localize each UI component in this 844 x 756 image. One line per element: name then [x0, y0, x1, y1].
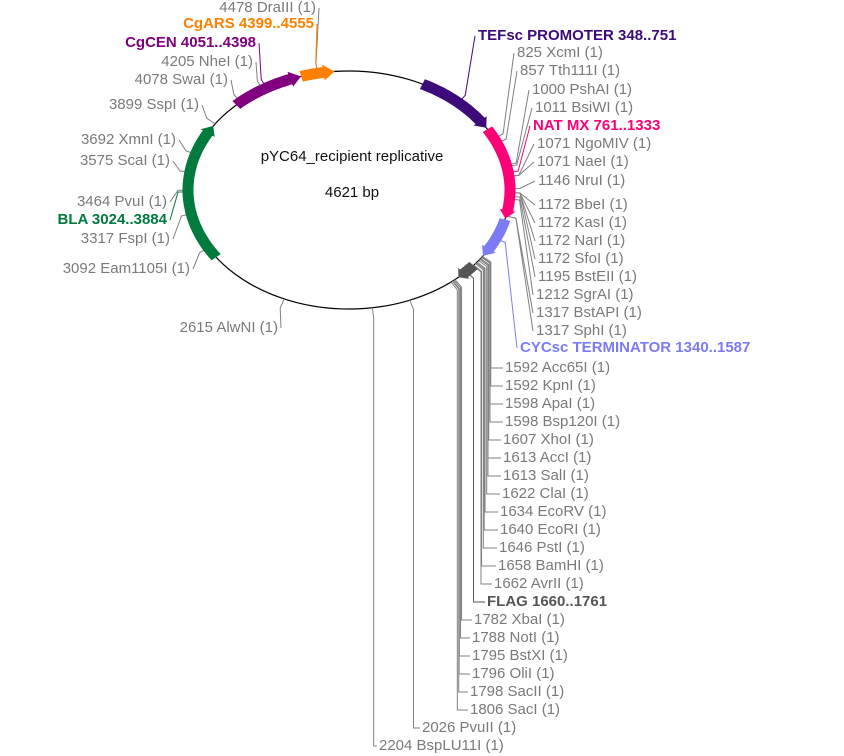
- feature-label: NAT MX 761..1333: [533, 117, 661, 134]
- restriction-site-label: 1613 SalI (1): [503, 467, 589, 484]
- feature-connector-line: [315, 23, 319, 74]
- feature-label: CgCEN 4051..4398: [125, 34, 256, 51]
- restriction-site-label: 1071 NaeI (1): [537, 153, 629, 170]
- site-connector-line: [481, 256, 503, 423]
- feature-label: FLAG 1660..1761: [487, 593, 608, 610]
- restriction-site-label: 1798 SacII (1): [470, 683, 565, 700]
- restriction-site-label: 1788 NotI (1): [472, 629, 560, 646]
- restriction-site-label: 1640 EcoRI (1): [500, 521, 601, 538]
- site-connector-line: [279, 298, 285, 329]
- restriction-site-label: 4078 SwaI (1): [134, 71, 228, 88]
- site-connector-line: [476, 261, 498, 513]
- feature-label: CgARS 4399..4555: [183, 15, 314, 32]
- restriction-site-label: 1000 PshAI (1): [532, 81, 633, 98]
- restriction-site-label: 4205 NheI (1): [161, 53, 253, 70]
- restriction-site-label: 1613 AccI (1): [503, 449, 592, 466]
- site-connector-line: [479, 258, 501, 477]
- restriction-site-label: 1622 ClaI (1): [502, 485, 589, 502]
- site-connector-line: [475, 263, 497, 549]
- feature-arrow: [299, 64, 335, 82]
- feature-connector-line: [465, 271, 485, 603]
- feature-label: BLA 3024..3884: [57, 211, 167, 228]
- restriction-site-label: 3899 SspI (1): [108, 96, 199, 113]
- restriction-site-label: 1172 BbeI (1): [538, 196, 628, 213]
- restriction-site-label: 3317 FspI (1): [80, 230, 170, 247]
- restriction-site-label: 1011 BsiWI (1): [535, 99, 634, 116]
- feature-label: CYCsc TERMINATOR 1340..1587: [520, 339, 751, 356]
- site-connector-line: [506, 215, 534, 332]
- restriction-site-label: 3575 ScaI (1): [79, 152, 170, 169]
- site-connector-line: [371, 307, 377, 747]
- restriction-site-label: 1172 NarI (1): [538, 232, 626, 249]
- restriction-site-label: 1634 EcoRV (1): [500, 503, 607, 520]
- restriction-site-label: 1598 ApaI (1): [505, 395, 596, 412]
- restriction-site-label: 1806 SacI (1): [470, 701, 561, 718]
- site-connector-line: [506, 89, 530, 166]
- restriction-site-label: 1212 SgrAI (1): [536, 286, 634, 303]
- site-connector-line: [480, 258, 501, 441]
- restriction-site-label: 857 Tth111I (1): [520, 62, 621, 79]
- site-connector-line: [493, 52, 515, 139]
- restriction-site-label: 1317 BstAPI (1): [536, 304, 642, 321]
- restriction-site-label: 1592 Acc65I (1): [505, 359, 611, 376]
- restriction-site-label: 1662 AvrII (1): [494, 575, 584, 592]
- feature-arrow: [482, 218, 511, 256]
- restriction-site-label: 3692 XmnI (1): [80, 131, 176, 148]
- feature-connector-line: [508, 125, 531, 174]
- feature-connector-line: [169, 191, 189, 221]
- feature-arrow: [232, 71, 301, 109]
- restriction-site-label: 3464 PvuI (1): [76, 193, 167, 210]
- feature-label: TEFsc PROMOTER 348..751: [478, 27, 677, 44]
- feature-connector-line: [495, 237, 518, 349]
- feature-connector-line: [258, 42, 267, 89]
- feature-arrow: [182, 125, 221, 261]
- restriction-site-label: 1195 BstEII (1): [538, 268, 637, 285]
- restriction-site-label: 2204 BspLU11I (1): [379, 737, 504, 754]
- site-connector-line: [453, 279, 470, 639]
- restriction-site-label: 3092 Eam1105I (1): [62, 260, 190, 277]
- restriction-site-label: 2615 AlwNI (1): [179, 319, 278, 336]
- restriction-site-label: 1796 OliI (1): [472, 665, 555, 682]
- restriction-site-label: 1607 XhoI (1): [503, 431, 594, 448]
- site-connector-line: [473, 264, 496, 567]
- restriction-site-label: 1172 KasI (1): [538, 214, 627, 231]
- feature-arrow: [482, 126, 516, 219]
- site-connector-line: [478, 260, 500, 495]
- site-connector-line: [454, 279, 472, 621]
- site-connector-line: [450, 281, 468, 711]
- feature-arrow: [419, 79, 487, 128]
- site-connector-line: [201, 104, 216, 125]
- site-connector-line: [475, 262, 498, 531]
- restriction-site-label: 825 XcmI (1): [517, 44, 603, 61]
- restriction-site-label: 1317 SphI (1): [536, 322, 627, 339]
- site-connector-line: [482, 256, 503, 387]
- site-connector-line: [409, 300, 420, 729]
- site-connector-line: [451, 280, 468, 693]
- restriction-site-label: 1592 KpnI (1): [505, 377, 596, 394]
- restriction-site-label: 1071 NgoMIV (1): [537, 135, 652, 152]
- restriction-site-label: 2026 PvuII (1): [422, 719, 517, 736]
- restriction-site-label: 1646 PstI (1): [499, 539, 585, 556]
- site-connector-line: [506, 107, 533, 168]
- restriction-site-label: 1658 BamHI (1): [498, 557, 604, 574]
- plasmid-size: 4621 bp: [324, 184, 380, 201]
- feature-connector-line: [458, 35, 476, 104]
- restriction-site-label: 1795 BstXI (1): [472, 647, 568, 664]
- plasmid-title: pYC64_recipient replicative: [260, 148, 444, 165]
- restriction-site-label: 1146 NruI (1): [538, 172, 626, 189]
- feature-arrow: [458, 261, 478, 279]
- restriction-site-label: 1598 Bsp120I (1): [505, 413, 621, 430]
- restriction-site-label: 4478 DraIII (1): [219, 0, 316, 16]
- restriction-site-label: 1782 XbaI (1): [474, 611, 565, 628]
- restriction-site-label: 1172 SfoI (1): [538, 250, 624, 267]
